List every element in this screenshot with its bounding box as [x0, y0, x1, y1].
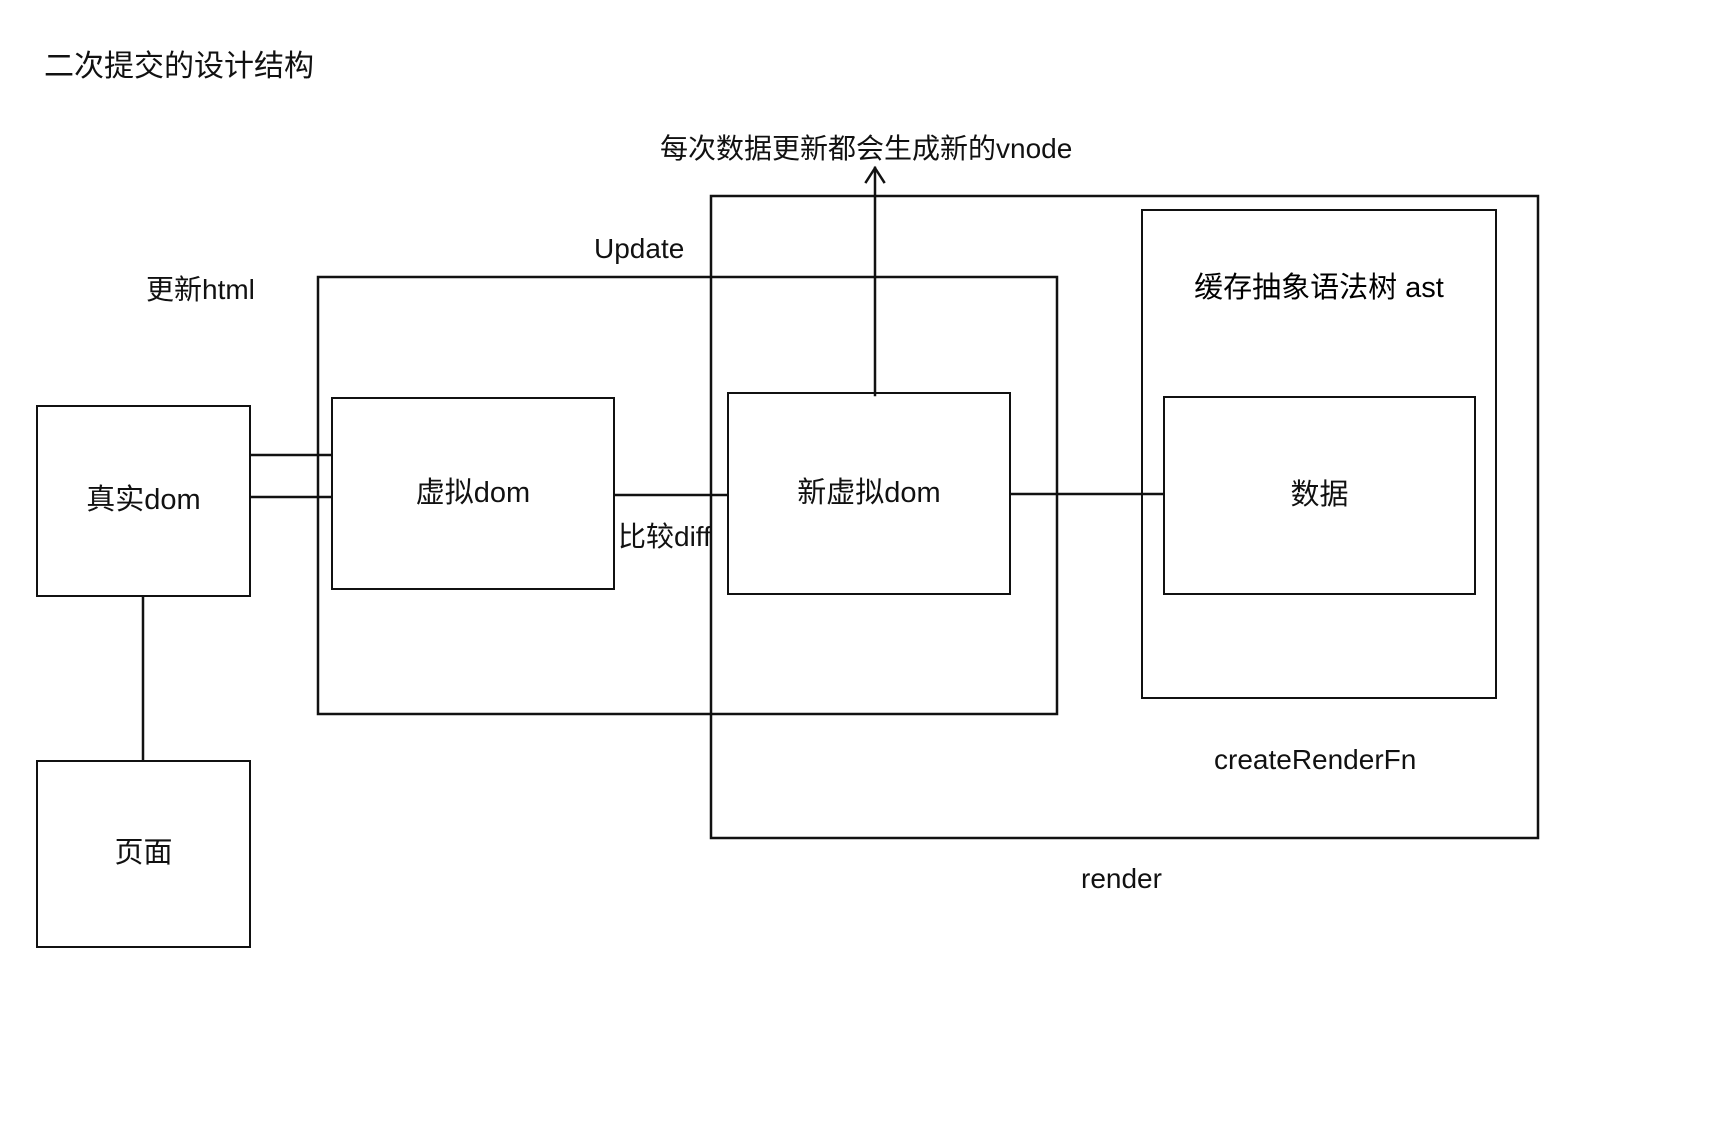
box-page-label: 页面	[114, 837, 173, 870]
edge-label-diff: 比较diff	[618, 521, 711, 552]
box-ast-cache-label: 缓存抽象语法树 ast	[1194, 272, 1444, 304]
box-virtual-dom-label: 虚拟dom	[415, 476, 531, 509]
box-real-dom[interactable]: 真实dom	[36, 405, 251, 597]
edge-label-render: render	[1081, 863, 1162, 894]
box-data-label: 数据	[1290, 478, 1349, 511]
edge-label-update: Update	[594, 233, 685, 264]
edge-label-new-vnode: 每次数据更新都会生成新的vnode	[660, 133, 1073, 164]
edge-label-create-render-fn: createRenderFn	[1214, 744, 1417, 775]
box-virtual-dom[interactable]: 虚拟dom	[331, 397, 615, 590]
edge-label-update-html: 更新html	[146, 274, 255, 305]
box-ast-cache[interactable]: 缓存抽象语法树 ast	[1141, 209, 1497, 699]
box-page[interactable]: 页面	[36, 760, 251, 948]
box-real-dom-label: 真实dom	[86, 484, 201, 517]
box-data[interactable]: 数据	[1163, 396, 1476, 595]
page-title: 二次提交的设计结构	[44, 50, 314, 83]
box-new-virtual-dom[interactable]: 新虚拟dom	[727, 392, 1011, 595]
box-new-virtual-dom-label: 新虚拟dom	[797, 476, 941, 509]
